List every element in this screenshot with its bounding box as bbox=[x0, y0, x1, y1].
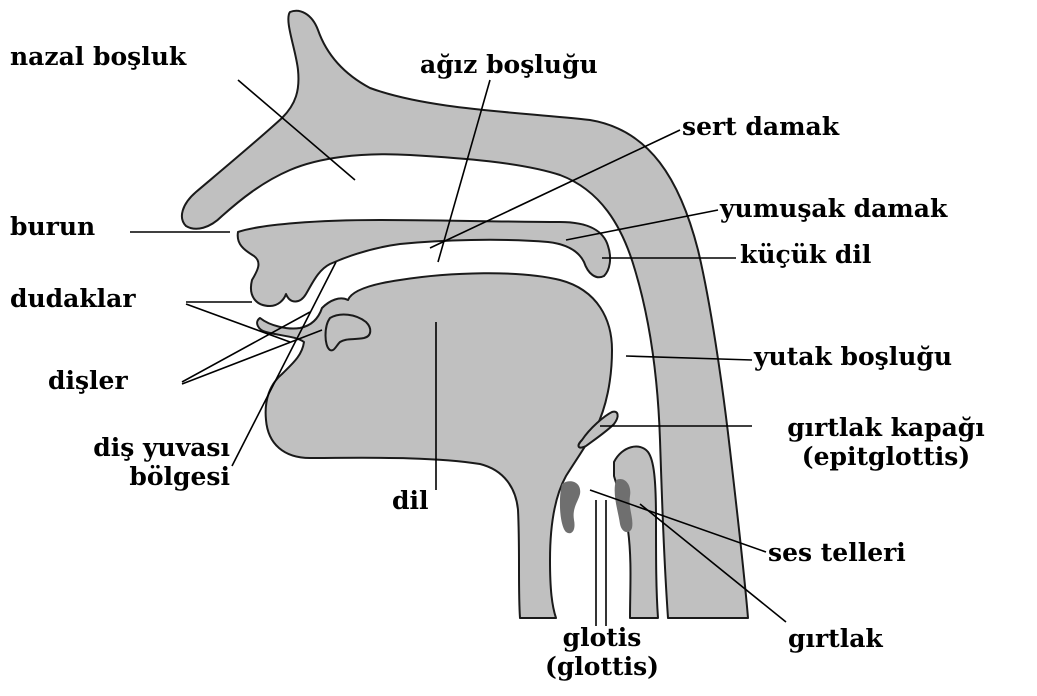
label-tongue: dil bbox=[392, 488, 428, 513]
label-glottis-line2: (glottis) bbox=[512, 653, 692, 682]
label-epiglottis: gırtlak kapağı (epitglottis) bbox=[756, 414, 1016, 472]
label-glottis-line1: glotis bbox=[512, 624, 692, 653]
tongue-and-lower-jaw bbox=[257, 273, 612, 618]
label-larynx: gırtlak bbox=[788, 626, 883, 651]
label-epiglottis-line2: (epitglottis) bbox=[756, 443, 1016, 472]
label-alveolar-line2: bölgesi bbox=[50, 463, 230, 492]
label-pharynx: yutak boşluğu bbox=[754, 344, 952, 369]
label-nasal-cavity: nazal boşluk bbox=[10, 44, 186, 69]
leader-lips-down bbox=[186, 304, 290, 342]
label-hard-palate: sert damak bbox=[682, 114, 839, 139]
vocal-fold-front bbox=[560, 481, 580, 533]
label-nose: burun bbox=[10, 214, 95, 239]
label-teeth: dişler bbox=[48, 368, 128, 393]
label-alveolar: diş yuvası bölgesi bbox=[50, 434, 230, 492]
label-alveolar-line1: diş yuvası bbox=[50, 434, 230, 463]
label-glottis: glotis (glottis) bbox=[512, 624, 692, 682]
larynx-column bbox=[614, 447, 658, 618]
label-lips: dudaklar bbox=[10, 286, 136, 311]
head-anatomy bbox=[182, 11, 748, 618]
label-oral-cavity: ağız boşluğu bbox=[420, 52, 598, 77]
label-soft-palate: yumuşak damak bbox=[720, 196, 947, 221]
label-epiglottis-line1: gırtlak kapağı bbox=[756, 414, 1016, 443]
label-uvula: küçük dil bbox=[740, 242, 871, 267]
label-vocal-cords: ses telleri bbox=[768, 540, 906, 565]
